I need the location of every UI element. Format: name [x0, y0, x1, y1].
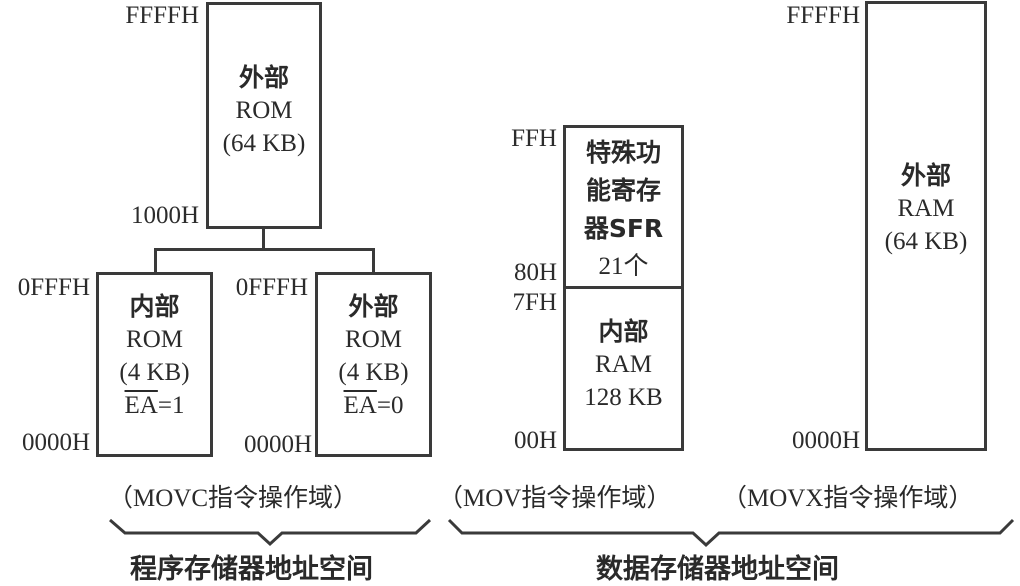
data-memory-brace	[447, 518, 1015, 548]
addr-sfr-low: 80H	[513, 259, 557, 286]
program-memory-brace	[109, 518, 432, 547]
block-title: 外部	[238, 63, 289, 92]
block-size: (64 KB)	[222, 130, 306, 157]
block-type: ROM	[235, 97, 293, 124]
addr-ram-high: 7FH	[512, 289, 557, 316]
addr-ext-rom-1000h: 1000H	[130, 202, 199, 229]
block-title: 内部	[598, 317, 649, 346]
movx-caption: （MOVX指令操作域）	[722, 485, 974, 512]
block-type: ROM	[345, 326, 402, 353]
connector-vertical	[262, 228, 265, 250]
block-size: 128 KB	[584, 384, 663, 411]
ea-condition: EA=0	[318, 389, 429, 422]
ea-signal: EA	[343, 392, 377, 419]
block-title: 内部	[129, 292, 180, 321]
ea-signal: EA	[124, 392, 158, 419]
external-rom-4kb-block: 外部 ROM (4 KB) EA=0	[315, 272, 432, 457]
sfr-line-3: 器SFR	[583, 214, 664, 243]
block-title: 外部	[900, 161, 951, 190]
mov-caption: （MOV指令操作域）	[438, 485, 672, 512]
sfr-block: 特殊功 能寄存 器SFR 21个	[563, 125, 684, 289]
ea-condition: EA=1	[99, 389, 210, 422]
connector-left-drop	[154, 248, 157, 274]
internal-rom-4kb-block: 内部 ROM (4 KB) EA=1	[96, 272, 213, 457]
block-type: RAM	[595, 351, 652, 378]
data-memory-space-label: 数据存储器地址空间	[596, 554, 839, 585]
ea-value: =1	[157, 392, 185, 419]
addr-ext-ram-high: FFFFH	[786, 2, 860, 29]
addr-ext-rom-high: FFFFH	[125, 2, 199, 29]
sfr-line-1: 特殊功	[585, 138, 661, 167]
sfr-line-2: 能寄存	[585, 176, 661, 205]
movc-caption: （MOVC指令操作域）	[108, 485, 359, 512]
external-ram-64kb-block: 外部 RAM (64 KB)	[865, 1, 987, 451]
ea-value: =0	[376, 392, 404, 419]
connector-right-drop	[372, 248, 375, 274]
addr-ext-rom4-low: 0000H	[243, 431, 312, 458]
block-size: (4 KB)	[338, 359, 409, 386]
block-size: (64 KB)	[884, 228, 968, 255]
program-memory-space-label: 程序存储器地址空间	[130, 554, 373, 585]
addr-ext-rom4-high: 0FFFH	[235, 274, 308, 301]
sfr-line-4: 21个	[598, 253, 649, 280]
external-rom-64kb-block: 外部 ROM (64 KB)	[206, 2, 322, 229]
block-type: RAM	[897, 195, 955, 222]
addr-sfr-high: FFH	[511, 125, 557, 152]
addr-int-rom-high: 0FFFH	[17, 274, 90, 301]
block-title: 外部	[348, 292, 399, 321]
addr-ext-ram-low: 0000H	[791, 427, 860, 454]
addr-ram-low: 00H	[513, 427, 557, 454]
block-type: ROM	[126, 326, 183, 353]
internal-ram-block: 内部 RAM 128 KB	[563, 286, 684, 451]
block-size: (4 KB)	[119, 359, 190, 386]
addr-int-rom-low: 0000H	[21, 429, 90, 456]
connector-horizontal	[154, 248, 375, 251]
